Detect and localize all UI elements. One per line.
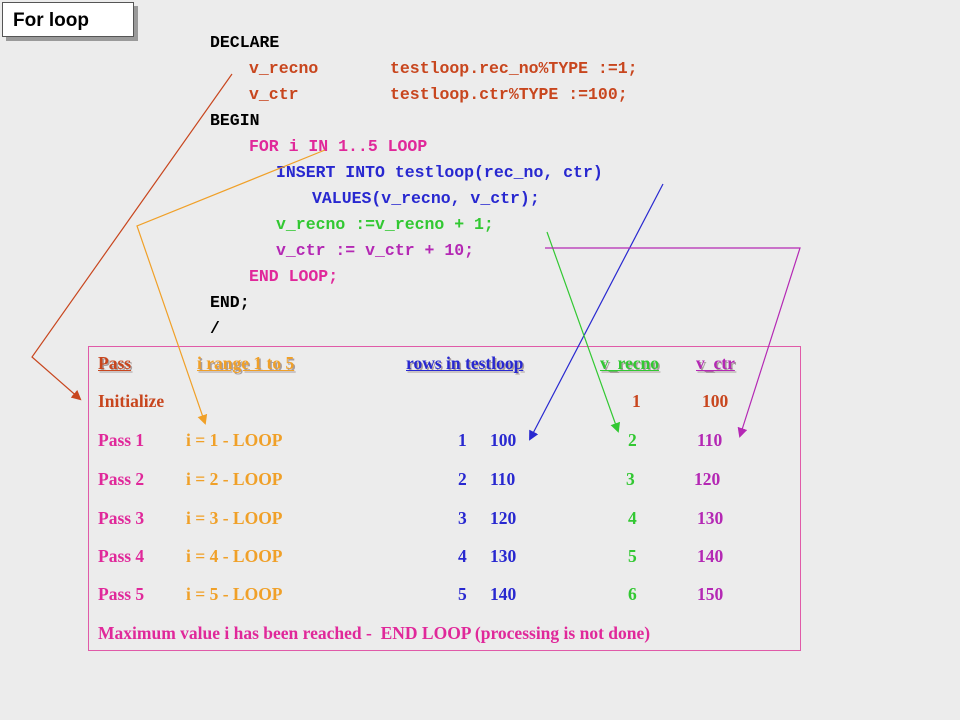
code-end-loop: END LOOP;	[249, 267, 339, 286]
header-rows: rows in testloop	[406, 353, 524, 373]
header-i-range: i range 1 to 5	[197, 353, 295, 373]
pass-i: i = 2 - LOOP	[186, 469, 283, 489]
initialize-v-ctr: 100	[702, 391, 729, 411]
pass-v-ctr: 120	[694, 469, 721, 489]
header-v-ctr: v_ctr	[696, 353, 735, 373]
pass-v-ctr: 110	[697, 430, 723, 450]
code-ctr-var: v_ctr	[249, 85, 299, 104]
pass-row-ctr: 140	[490, 584, 517, 604]
code-recno-type: testloop.rec_no%TYPE :=1;	[390, 59, 638, 78]
code-slash: /	[210, 319, 220, 338]
header-v-recno: v_recno	[600, 353, 659, 373]
pass-label: Pass 3	[98, 508, 145, 528]
slide-title-box: For loop	[2, 2, 134, 37]
pass-row-ctr: 130	[490, 546, 517, 566]
initialize-label: Initialize	[98, 391, 165, 411]
arrow-for-loop-to-i-column	[136, 149, 326, 425]
code-recno-inc: v_recno :=v_recno + 1;	[276, 215, 494, 234]
pass-label: Pass 5	[98, 584, 145, 604]
trace-table-panel	[88, 346, 801, 651]
pass-i: i = 5 - LOOP	[186, 584, 283, 604]
pass-row-recno: 4	[458, 546, 467, 566]
pass-label: Pass 1	[98, 430, 145, 450]
pass-v-ctr: 140	[697, 546, 724, 566]
pass-v-recno: 6	[628, 584, 637, 604]
pass-v-recno: 5	[628, 546, 637, 566]
pass-i: i = 4 - LOOP	[186, 546, 283, 566]
pass-v-recno: 2	[628, 430, 637, 450]
pass-v-ctr: 130	[697, 508, 724, 528]
pass-row-recno: 2	[458, 469, 467, 489]
pass-v-ctr: 150	[697, 584, 724, 604]
slide-title: For loop	[13, 10, 89, 31]
code-values: VALUES(v_recno, v_ctr);	[312, 189, 540, 208]
arrow-recno-inc-to-v-recno	[546, 231, 621, 433]
code-insert: INSERT INTO testloop(rec_no, ctr)	[276, 163, 603, 182]
pass-row-recno: 5	[458, 584, 467, 604]
pass-row-recno: 1	[458, 430, 467, 450]
arrow-declare-to-initialize	[31, 73, 233, 401]
arrow-insert-to-rows	[529, 183, 664, 441]
code-declare: DECLARE	[210, 33, 280, 52]
code-ctr-inc: v_ctr := v_ctr + 10;	[276, 241, 475, 260]
footer-end-loop: Maximum value i has been reached - END L…	[98, 623, 651, 643]
arrow-ctr-inc-to-v-ctr	[545, 247, 801, 438]
pass-i: i = 1 - LOOP	[186, 430, 283, 450]
pass-v-recno: 4	[628, 508, 637, 528]
code-ctr-type: testloop.ctr%TYPE :=100;	[390, 85, 628, 104]
code-end: END;	[210, 293, 250, 312]
pass-row-recno: 3	[458, 508, 467, 528]
initialize-v-recno: 1	[632, 391, 641, 411]
pass-label: Pass 2	[98, 469, 145, 489]
pass-row-ctr: 120	[490, 508, 517, 528]
pass-row-ctr: 110	[490, 469, 516, 489]
pass-label: Pass 4	[98, 546, 145, 566]
code-recno-var: v_recno	[249, 59, 319, 78]
pass-i: i = 3 - LOOP	[186, 508, 283, 528]
pass-row-ctr: 100	[490, 430, 517, 450]
code-begin: BEGIN	[210, 111, 260, 130]
pass-v-recno: 3	[626, 469, 635, 489]
header-pass: Pass	[98, 353, 132, 373]
